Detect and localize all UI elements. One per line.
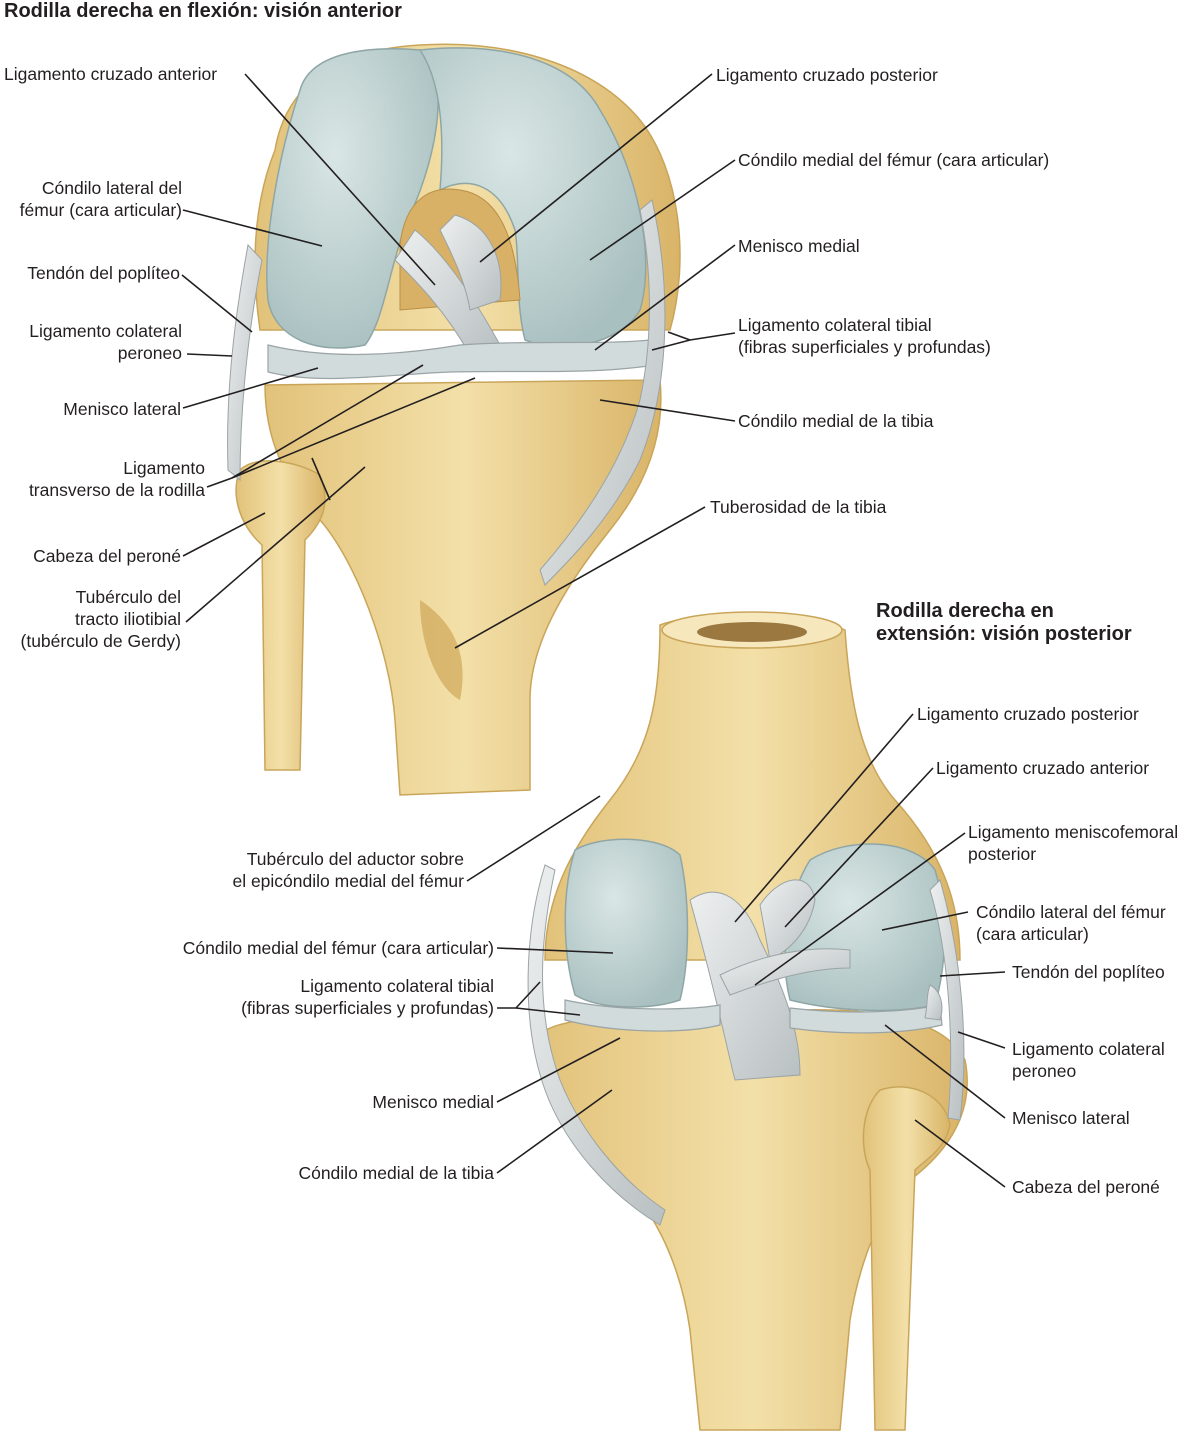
posterior-fibular-collateral — [929, 879, 965, 1121]
leader-post-lat-meniscus — [884, 1024, 1006, 1119]
post-label-med-tib-condyle: Cóndilo medial de la tibia — [298, 1163, 494, 1183]
anterior-tibia — [264, 379, 662, 796]
leader-post-med-condyle — [496, 947, 614, 954]
ant-label-tuberosity: Tuberosidad de la tibia — [710, 497, 887, 517]
leader-ant-med-tib-condyle — [599, 399, 736, 422]
post-label-acl: Ligamento cruzado anterior — [936, 758, 1150, 778]
leader-post-lat-condyle — [881, 911, 969, 931]
ant-label-med-meniscus: Menisco medial — [738, 236, 860, 256]
leader-ant-gerdy-2 — [311, 457, 331, 501]
leader-ant-tibial-coll-2 — [667, 331, 691, 341]
post-label-pcl: Ligamento cruzado posterior — [917, 704, 1139, 724]
posterior-lateral-condyle-cartilage — [784, 843, 946, 1012]
leader-ant-med-meniscus — [594, 244, 736, 351]
posterior-acl-fibers — [759, 879, 816, 961]
post-label-menisco-fem: Ligamento meniscofemoral posterior — [968, 822, 1179, 864]
post-label-adductor: Tubérculo del aductor sobre el epicóndil… — [232, 849, 464, 891]
post-label-lat-meniscus: Menisco lateral — [1012, 1108, 1130, 1128]
leader-ant-med-condyle — [589, 159, 736, 261]
ant-label-fibula-head: Cabeza del peroné — [33, 546, 181, 566]
leader-post-med-meniscus — [496, 1037, 621, 1103]
posterior-fibula — [862, 1086, 951, 1431]
leader-post-fibula-head — [914, 1119, 1006, 1188]
post-label-fibular-coll: Ligamento colateral peroneo — [1012, 1039, 1165, 1081]
leader-ant-pcl — [479, 73, 713, 263]
leader-ant-acl — [244, 73, 436, 286]
post-label-lat-condyle: Cóndilo lateral del fémur (cara articula… — [976, 902, 1166, 944]
anterior-fibula — [235, 460, 326, 771]
anterior-knee-drawing — [227, 43, 681, 796]
posterior-medial-condyle-cartilage — [564, 838, 689, 1008]
ant-label-pcl: Ligamento cruzado posterior — [716, 65, 938, 85]
leader-ant-fibula-head — [182, 512, 266, 557]
post-label-med-condyle: Cóndilo medial del fémur (cara articular… — [182, 938, 494, 958]
posterior-knee-drawing — [527, 611, 968, 1431]
leader-ant-tuberosity — [454, 506, 706, 649]
anterior-title: Rodilla derecha en flexión: visión anter… — [4, 0, 402, 22]
ant-label-fibular-coll: Ligamento colateral peroneo — [29, 321, 182, 363]
ant-label-lat-meniscus: Menisco lateral — [63, 399, 181, 419]
post-label-fibula-head: Cabeza del peroné — [1012, 1177, 1160, 1197]
leader-ant-fibular-coll — [186, 353, 233, 357]
leader-ant-popliteus — [181, 274, 253, 333]
posterior-lateral-meniscus — [789, 1004, 943, 1034]
ant-label-med-tib-condyle: Cóndilo medial de la tibia — [738, 411, 934, 431]
leader-post-acl — [784, 767, 934, 928]
post-label-popliteus: Tendón del poplíteo — [1012, 962, 1165, 982]
posterior-tibial-collateral — [527, 864, 666, 1226]
leader-ant-lat-condyle — [182, 209, 323, 247]
leader-post-fibular-coll — [957, 1031, 1006, 1049]
ant-label-gerdy: Tubérculo del tracto iliotibial (tubércu… — [20, 587, 182, 651]
leader-post-pcl — [734, 713, 914, 923]
ant-label-lat-condyle: Cóndilo lateral del fémur (cara articula… — [19, 178, 182, 220]
ant-label-transverse: Ligamento transverso de la rodilla — [28, 458, 205, 500]
anterior-tibial-collateral — [539, 199, 666, 586]
leader-post-adductor — [466, 795, 601, 882]
posterior-meniscofemoral-fibers — [719, 948, 851, 996]
anterior-fibular-collateral — [227, 243, 263, 482]
leader-post-menisco-fem — [754, 832, 966, 986]
posterior-title: Rodilla derecha en extensión: visión pos… — [876, 600, 1132, 645]
leader-ant-gerdy — [185, 466, 366, 623]
anterior-pcl-fibers — [439, 214, 502, 311]
posterior-marrow-cavity — [697, 622, 807, 642]
anterior-lateral-condyle-cartilage — [266, 48, 439, 349]
anterior-tuberosity-shading — [420, 600, 463, 700]
ant-label-popliteus: Tendón del poplíteo — [27, 263, 180, 283]
posterior-menisci — [564, 999, 721, 1032]
leader-post-med-tib-condyle — [496, 1089, 613, 1174]
post-label-tibial-coll: Ligamento colateral tibial (fibras super… — [241, 976, 494, 1018]
ant-label-acl: Ligamento cruzado anterior — [4, 64, 218, 84]
posterior-popliteus-tendon — [924, 984, 943, 1021]
ant-label-tibial-coll: Ligamento colateral tibial (fibras super… — [738, 315, 991, 357]
ant-label-med-condyle: Cóndilo medial del fémur (cara articular… — [738, 150, 1050, 170]
leader-post-popliteus — [939, 971, 1006, 977]
leader-ant-transverse-2 — [231, 364, 424, 479]
post-label-med-meniscus: Menisco medial — [372, 1092, 494, 1112]
leader-post-tibial-coll-2 — [515, 1007, 581, 1016]
leader-lines — [181, 73, 1006, 1188]
leader-ant-lat-meniscus — [182, 367, 319, 409]
